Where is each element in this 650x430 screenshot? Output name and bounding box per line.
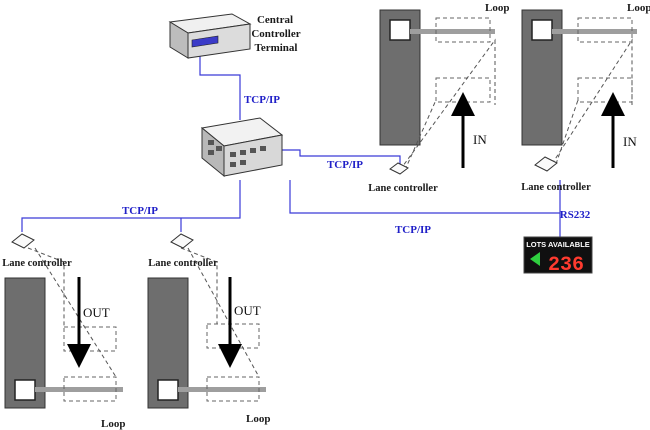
barrier-head: [14, 379, 36, 401]
loop-label: Loop: [246, 413, 270, 425]
loop-label: Loop: [101, 418, 125, 430]
lane-controller-device: [11, 233, 35, 249]
loop-detector: [63, 376, 117, 402]
tcpip-label-lane-in: TCP/IP: [327, 159, 363, 171]
loop-detector: [63, 326, 117, 352]
loop-detector: [577, 17, 633, 43]
terminal-label-3: Terminal: [255, 42, 298, 54]
arrow-left-icon: [530, 252, 540, 266]
network-lines: [21, 55, 561, 238]
display-count: 236: [548, 254, 584, 277]
display-title: LOTS AVAILABLE: [526, 240, 590, 249]
lane-controller-device: [170, 233, 194, 249]
lane-controller-label: Lane controller: [368, 183, 438, 194]
tcpip-label-lanes-out: TCP/IP: [122, 205, 158, 217]
network-switch: [200, 117, 284, 178]
direction-label: OUT: [234, 303, 261, 318]
barrier-head: [389, 19, 411, 41]
lane-controller-label: Lane controller: [2, 258, 72, 269]
loop-detector: [206, 376, 260, 402]
loop-detector: [577, 77, 633, 103]
tcpip-label-terminal: TCP/IP: [244, 94, 280, 106]
lane-controller-device: [389, 162, 409, 175]
barrier-arm: [552, 29, 637, 34]
direction-label: IN: [473, 132, 487, 147]
barrier-arm: [178, 387, 266, 392]
direction-label: IN: [623, 134, 637, 149]
barrier-arm: [35, 387, 123, 392]
lane-out-right: [147, 233, 266, 409]
lane-controller-label: Lane controller: [148, 258, 218, 269]
terminal-label-1: Central: [257, 14, 293, 26]
barrier-head: [157, 379, 179, 401]
terminal-label-2: Controller: [251, 28, 300, 40]
direction-label: OUT: [83, 305, 110, 320]
loop-detector: [206, 323, 260, 349]
tcpip-label-bottom: TCP/IP: [395, 224, 431, 236]
lots-available-display: LOTS AVAILABLE 236: [523, 236, 593, 277]
loop-detector: [435, 77, 491, 103]
lane-out-left: [4, 233, 123, 409]
lane-in-left: [379, 9, 496, 175]
barrier-arm: [410, 29, 495, 34]
lane-controller-label: Lane controller: [521, 182, 591, 193]
loop-detector: [435, 17, 491, 43]
lane-controller-device: [534, 156, 558, 172]
central-controller-terminal: [168, 13, 252, 59]
lane-in-right: [521, 9, 637, 172]
loop-label: Loop: [485, 2, 509, 14]
loop-label: Loop: [627, 2, 650, 14]
barrier-head: [531, 19, 553, 41]
rs232-label: RS232: [560, 209, 591, 221]
